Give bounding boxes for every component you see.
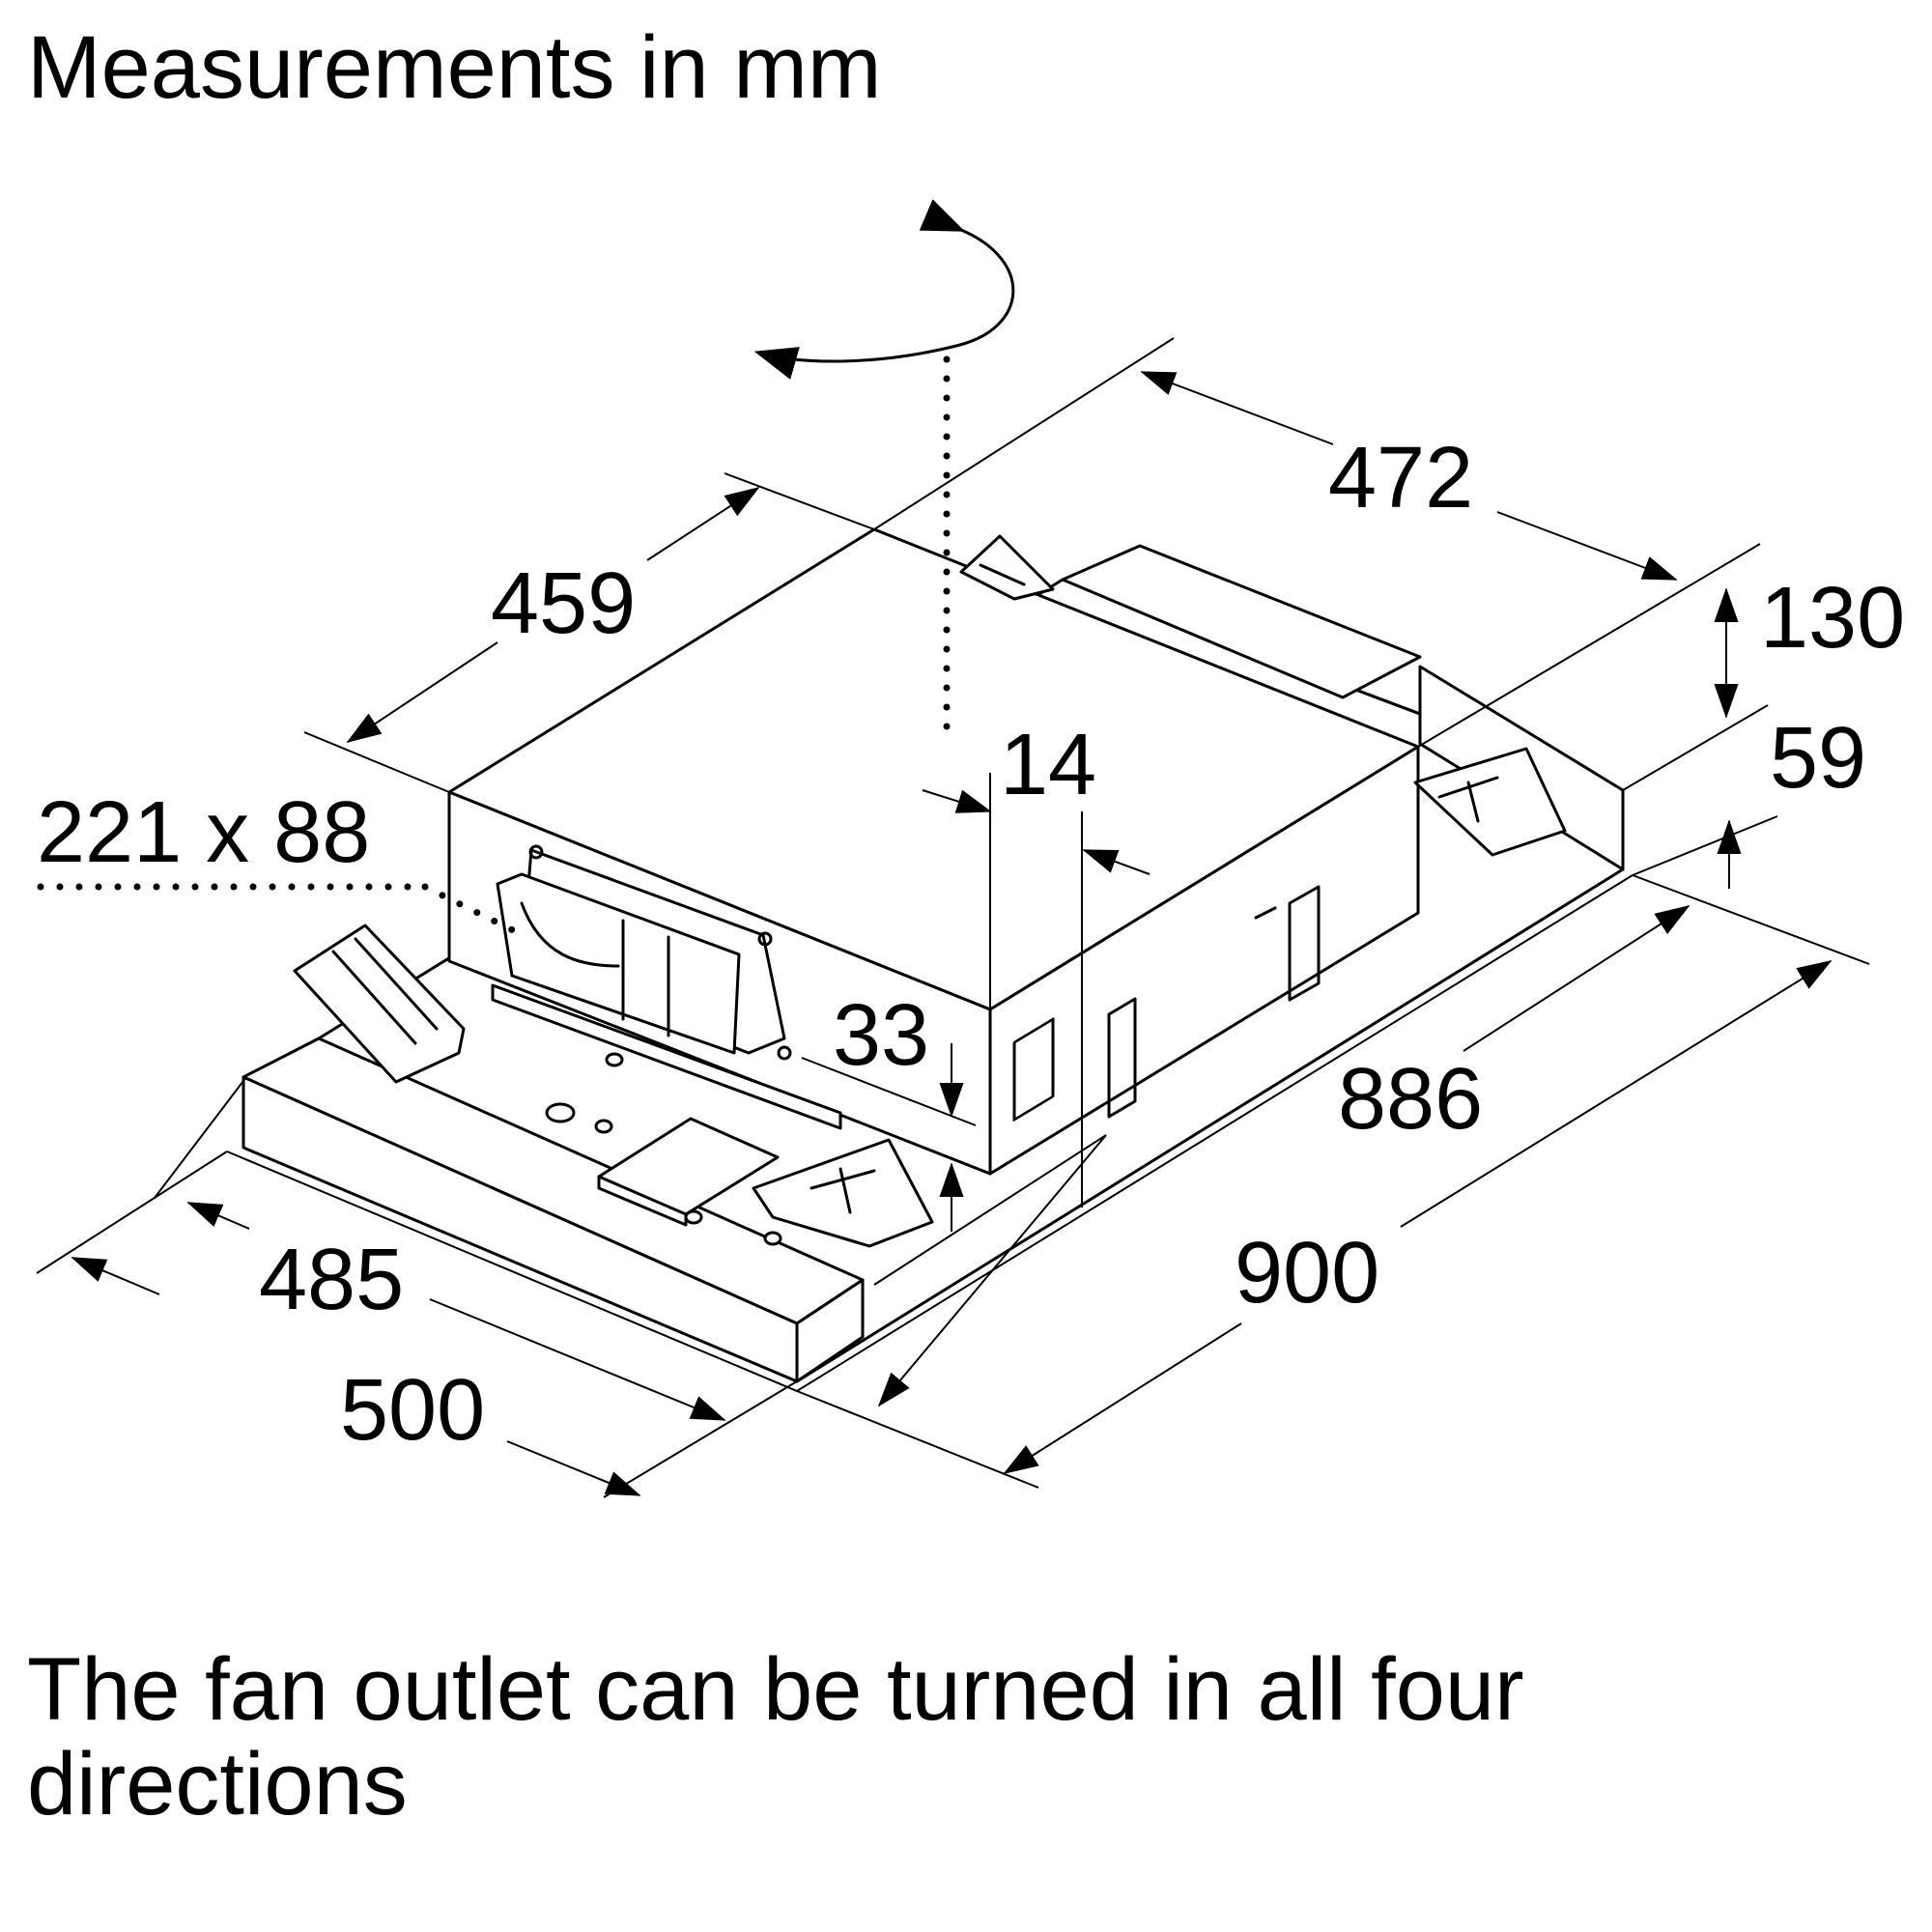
bracket-back-right xyxy=(1413,747,1567,857)
frame-back-lip xyxy=(1061,544,1422,699)
dim-459: 459 xyxy=(491,555,636,652)
outlet-rail xyxy=(491,983,842,1130)
dim-500-line-a xyxy=(71,1257,160,1295)
dimension-labels: 472 459 130 59 221 x 88 14 33 886 900 48… xyxy=(37,430,1905,1459)
dim-900-line-b xyxy=(1003,1322,1242,1474)
frame-front-end xyxy=(795,1278,865,1383)
box-side xyxy=(988,745,1420,1176)
dim-500-line-b xyxy=(506,1440,641,1496)
box-side-slot-1 xyxy=(1012,1017,1055,1122)
outlet-duct xyxy=(496,872,741,1055)
dim-459-line-b xyxy=(346,641,498,743)
bracket-front-right xyxy=(752,1138,934,1248)
dim-500: 500 xyxy=(340,1362,485,1459)
dim-886-line-a xyxy=(1463,905,1690,1052)
control-panel xyxy=(597,1117,780,1216)
dim-900: 900 xyxy=(1235,1225,1379,1321)
rotation-arrow-icon xyxy=(753,199,1015,380)
box-side-slot-2 xyxy=(1107,997,1137,1119)
box-side-slot-3 xyxy=(1288,885,1321,1002)
dim-886-line-mid xyxy=(873,1134,1107,1286)
dim-900-line-a xyxy=(1400,960,1833,1228)
bracket-back-left xyxy=(959,534,1055,601)
dim-472-line-a xyxy=(1140,371,1334,445)
dimension-lines xyxy=(36,337,1870,1498)
dim-472-line-b xyxy=(1496,511,1678,581)
dim-459-line-a xyxy=(646,487,760,561)
dim-59: 59 xyxy=(1770,710,1866,807)
dim-outlet-size: 221 x 88 xyxy=(37,784,370,881)
dim-130: 130 xyxy=(1760,570,1905,667)
mounting-brackets xyxy=(293,534,1567,1248)
page-title: Measurements in mm xyxy=(27,18,882,117)
dim-472: 472 xyxy=(1328,430,1473,526)
dim-33: 33 xyxy=(833,987,929,1084)
dim-485-line-b xyxy=(429,1298,726,1421)
dim-485: 485 xyxy=(259,1232,404,1328)
dim-14-arrow-b xyxy=(1082,849,1151,875)
dim-14-arrow-a xyxy=(922,789,992,813)
dim-886-line-b xyxy=(877,1134,1107,1407)
dim-886: 886 xyxy=(1338,1051,1483,1148)
fan-outlet xyxy=(491,844,842,1130)
dim-485-line-a xyxy=(186,1202,250,1230)
rotation-note: The fan outlet can be turned in all four… xyxy=(27,1640,1524,1834)
dim-14: 14 xyxy=(1000,717,1096,813)
